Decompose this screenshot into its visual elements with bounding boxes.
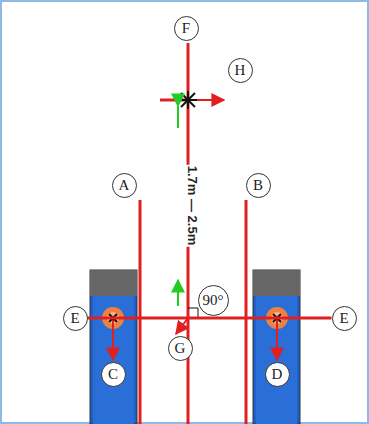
left-column [90,270,137,424]
node-text: H [235,63,246,78]
node-text: E [339,311,348,326]
node-text: G [175,341,186,356]
right-column [253,270,300,424]
circled-letter: C [101,362,126,387]
node-text: E [70,311,79,326]
circled-letter: 90° [198,285,229,316]
circled-letter: A [112,173,137,198]
circled-letter: G [168,336,193,361]
star-mark [109,91,281,322]
node-text: F [182,21,190,36]
dimension-arrows [177,106,179,306]
node-text: 90° [203,293,224,308]
node-text: B [253,178,263,193]
dimension-label: 1.7m — 2.5m [186,164,201,246]
circled-letter: D [265,362,290,387]
red-line [88,317,332,320]
circled-letter: B [246,173,271,198]
node-text: D [272,367,283,382]
red-lines [113,43,277,424]
circled-letter: E [63,306,88,331]
node-text: A [119,178,130,193]
node-text: C [108,367,118,382]
circled-letter: E [332,306,357,331]
circled-letter: F [174,16,199,41]
circled-letter: H [228,58,253,83]
